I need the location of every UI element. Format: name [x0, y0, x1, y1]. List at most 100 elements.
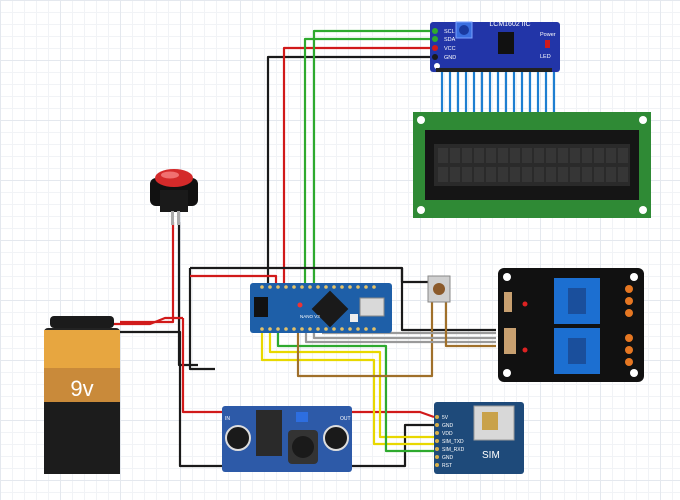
nano-pin-icon [348, 327, 352, 331]
capacitor-icon [225, 425, 251, 451]
nano-bottom-pins [260, 327, 376, 331]
lcd-character-cell [522, 148, 532, 163]
pin-label-scl: SCL [444, 29, 455, 35]
lcd-character-cell [498, 148, 508, 163]
nano-pin-icon [276, 285, 280, 289]
sim-label: SIM [482, 450, 500, 461]
wire-rail-red-top [190, 274, 278, 283]
relay-terminals [625, 285, 633, 366]
lcd-character-cell [498, 167, 508, 182]
lcd-character-cell [594, 148, 604, 163]
i2c-pin-vcc-icon [432, 45, 438, 51]
terminal-screw-icon [625, 358, 633, 366]
capacitor-icon [323, 425, 349, 451]
battery-9v: 9v [44, 316, 120, 474]
button-lead [177, 211, 180, 225]
lcd-character-cell [510, 148, 520, 163]
pin-label-vcc: VCC [444, 46, 456, 52]
nano-top-pins [260, 285, 376, 289]
sim-pin-dot-icon [435, 447, 439, 451]
relay-jumper-header [504, 292, 512, 312]
lcd-character-cell [582, 148, 592, 163]
nano-pin-icon [284, 327, 288, 331]
button-body [160, 190, 188, 212]
nano-pin-icon [364, 285, 368, 289]
potentiometer-knob-icon [459, 25, 469, 35]
lcd-character-cell [594, 167, 604, 182]
sim-pin-dot-icon [435, 463, 439, 467]
lcd-i2c-module: LCM1602 IIC SCL SDA VCC GND Power LED [430, 21, 560, 72]
sim-pin-5v: 5V [442, 415, 449, 421]
pin-label-gnd: GND [444, 55, 456, 61]
buck-converter: IN OUT [222, 406, 352, 472]
i2c-chip-icon [498, 32, 514, 54]
tact-button-cap-icon [433, 283, 445, 295]
i2c-pin-gnd-icon [432, 54, 438, 60]
nano-pin-icon [308, 327, 312, 331]
nano-pin-icon [276, 327, 280, 331]
battery-terminal-bar [50, 316, 114, 328]
terminal-screw-icon [625, 297, 633, 305]
wire-buck-out-black [352, 423, 434, 468]
lcd-character-cells [438, 148, 628, 182]
wire-battery-red [110, 316, 183, 326]
nano-pin-icon [292, 327, 296, 331]
icsp-header [254, 297, 268, 317]
power-label: Power [540, 32, 556, 38]
mounting-hole-icon [434, 63, 440, 69]
nano-pin-icon [356, 327, 360, 331]
terminal-screw-icon [625, 346, 633, 354]
wire-relay-1 [304, 333, 496, 344]
wire-lcd-gnd [266, 55, 434, 283]
sim-pin-dot-icon [435, 455, 439, 459]
nano-pin-icon [284, 285, 288, 289]
wire-button-black [177, 222, 198, 367]
inductor-coil-icon [292, 436, 314, 458]
battery-dark-band [44, 402, 120, 474]
mounting-hole-icon [639, 116, 647, 124]
lcd-character-cell [486, 148, 496, 163]
trim-pot-icon [296, 412, 308, 422]
mounting-hole-icon [503, 369, 511, 377]
nano-pin-icon [356, 285, 360, 289]
tact-button [427, 275, 451, 303]
lcd-character-cell [582, 167, 592, 182]
nano-pin-icon [324, 285, 328, 289]
lcd-character-cell [546, 167, 556, 182]
relay-module [498, 268, 644, 382]
nano-pin-icon [292, 285, 296, 289]
sim-pin-gnd: GND [442, 423, 454, 429]
nano-pin-icon [268, 285, 272, 289]
lcd-character-cell [486, 167, 496, 182]
relay-1-window [568, 288, 586, 314]
sim-pin-dot-icon [435, 423, 439, 427]
wire-rail-black-left [178, 365, 222, 468]
nano-model-text: NANO V3 [300, 314, 320, 319]
wire-relay-2 [312, 333, 496, 340]
terminal-screw-icon [625, 334, 633, 342]
nano-pin-icon [372, 285, 376, 289]
sim-pin-dots [435, 415, 439, 467]
mounting-hole-icon [417, 206, 425, 214]
lcd-character-cell [522, 167, 532, 182]
wire-lcd-sda [303, 37, 434, 283]
nano-pin-icon [332, 285, 336, 289]
lcd-character-cell [438, 148, 448, 163]
push-button [150, 169, 198, 225]
led-jumper-icon [545, 40, 550, 48]
wire-yellow-2 [268, 333, 434, 439]
lcd-character-cell [474, 148, 484, 163]
lcd-connector-pins [440, 72, 556, 112]
lcd-character-cell [570, 167, 580, 182]
lcd-character-cell [534, 167, 544, 182]
sim-pin-dot-icon [435, 415, 439, 419]
pin-label-sda: SDA [444, 37, 456, 43]
relay-board [498, 268, 644, 382]
wire-button-small-black [400, 268, 438, 284]
mounting-hole-icon [630, 273, 638, 281]
nano-pin-icon [308, 285, 312, 289]
relay-input-header [504, 328, 516, 354]
relay-2-window [568, 338, 586, 364]
wire-lcd-scl [312, 29, 434, 283]
button-lead [171, 211, 174, 225]
